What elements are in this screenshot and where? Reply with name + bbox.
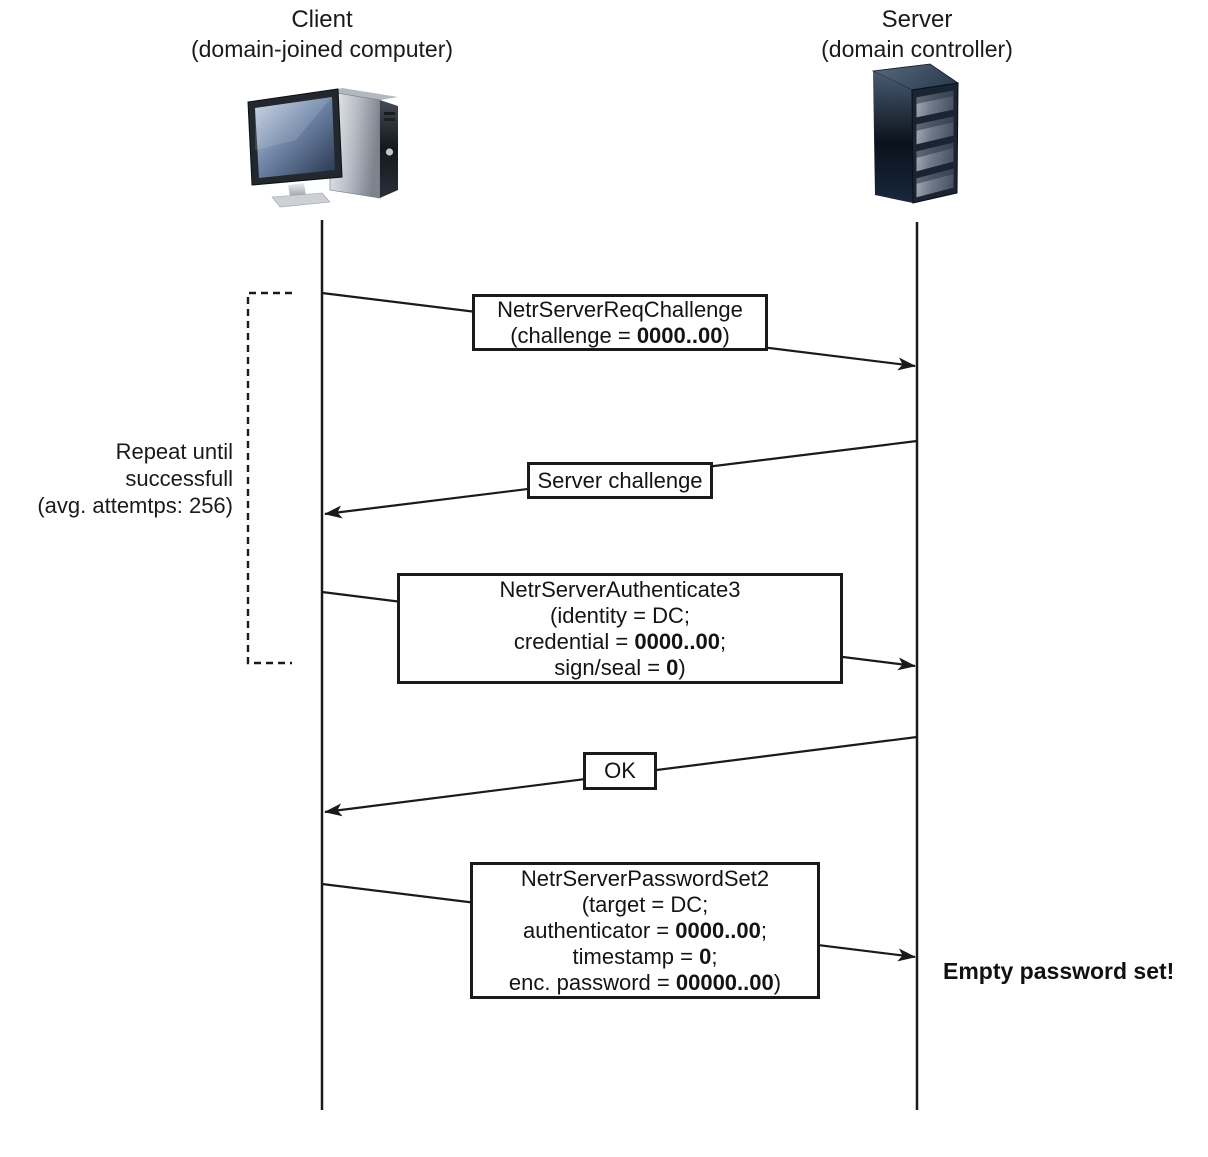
client-actor-title: Client bbox=[291, 6, 353, 33]
loop-note-line: successfull bbox=[125, 466, 233, 491]
client-computer-icon bbox=[247, 88, 398, 208]
message-text-line: OK bbox=[604, 758, 636, 783]
message-text-line: timestamp = 0; bbox=[572, 943, 718, 969]
message-text-line: sign/seal = 0) bbox=[554, 654, 686, 680]
message-text-line: Server challenge bbox=[537, 467, 703, 493]
message-text-line: credential = 0000..00; bbox=[513, 628, 727, 654]
message-text-line: (target = DC; bbox=[581, 891, 709, 917]
loop-bracket bbox=[246, 291, 292, 665]
loop-note-line: (avg. attemtps: 256) bbox=[37, 493, 233, 518]
message-text-line: authenticator = 0000..00; bbox=[522, 917, 768, 943]
message-box-netrserverauthenticate3: NetrServerAuthenticate3(identity = DC;cr… bbox=[397, 573, 843, 684]
message-text-line: enc. password = 00000..00) bbox=[508, 969, 782, 995]
message-box-netrserverpasswordset2: NetrServerPasswordSet2(target = DC;authe… bbox=[470, 862, 820, 999]
message-text-line: (identity = DC; bbox=[550, 602, 690, 628]
loop-note: Repeat until successfull (avg. attemtps:… bbox=[18, 438, 233, 519]
message-text-line: NetrServerAuthenticate3 bbox=[499, 576, 741, 602]
server-actor-title: Server bbox=[881, 6, 953, 33]
message-text-line: NetrServerReqChallenge bbox=[497, 296, 743, 322]
message-text-line: (challenge = 0000..00) bbox=[510, 322, 730, 348]
annotation-empty-password: Empty password set! bbox=[943, 958, 1175, 984]
client-actor-subtitle: (domain-joined computer) bbox=[190, 36, 454, 62]
server-actor-subtitle: (domain controller) bbox=[821, 36, 1013, 62]
message-text-line: NetrServerPasswordSet2 bbox=[520, 865, 770, 891]
server-rack-icon bbox=[871, 63, 960, 204]
loop-note-line: Repeat until bbox=[115, 439, 233, 464]
message-box-ok: OK bbox=[583, 752, 657, 790]
message-box-server-challenge: Server challenge bbox=[527, 462, 713, 499]
message-box-netrserverreqchallenge: NetrServerReqChallenge(challenge = 0000.… bbox=[472, 294, 768, 351]
